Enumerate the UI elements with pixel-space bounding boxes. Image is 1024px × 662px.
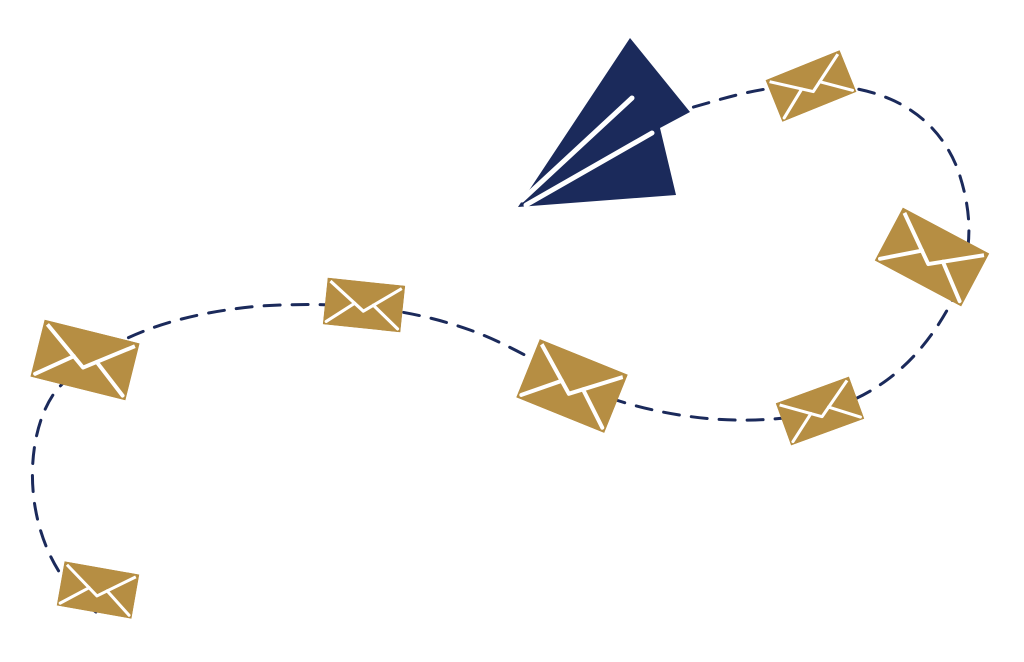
paper-plane-icon [518, 38, 690, 208]
envelope-icon [765, 50, 857, 122]
envelope-icon [322, 277, 406, 333]
envelope-icon [874, 207, 990, 307]
dashed-flight-path [30, 83, 971, 614]
envelope-icon [30, 319, 140, 401]
envelope-icon [516, 339, 628, 433]
envelope-icon [56, 561, 140, 619]
envelope-icon [775, 376, 865, 446]
